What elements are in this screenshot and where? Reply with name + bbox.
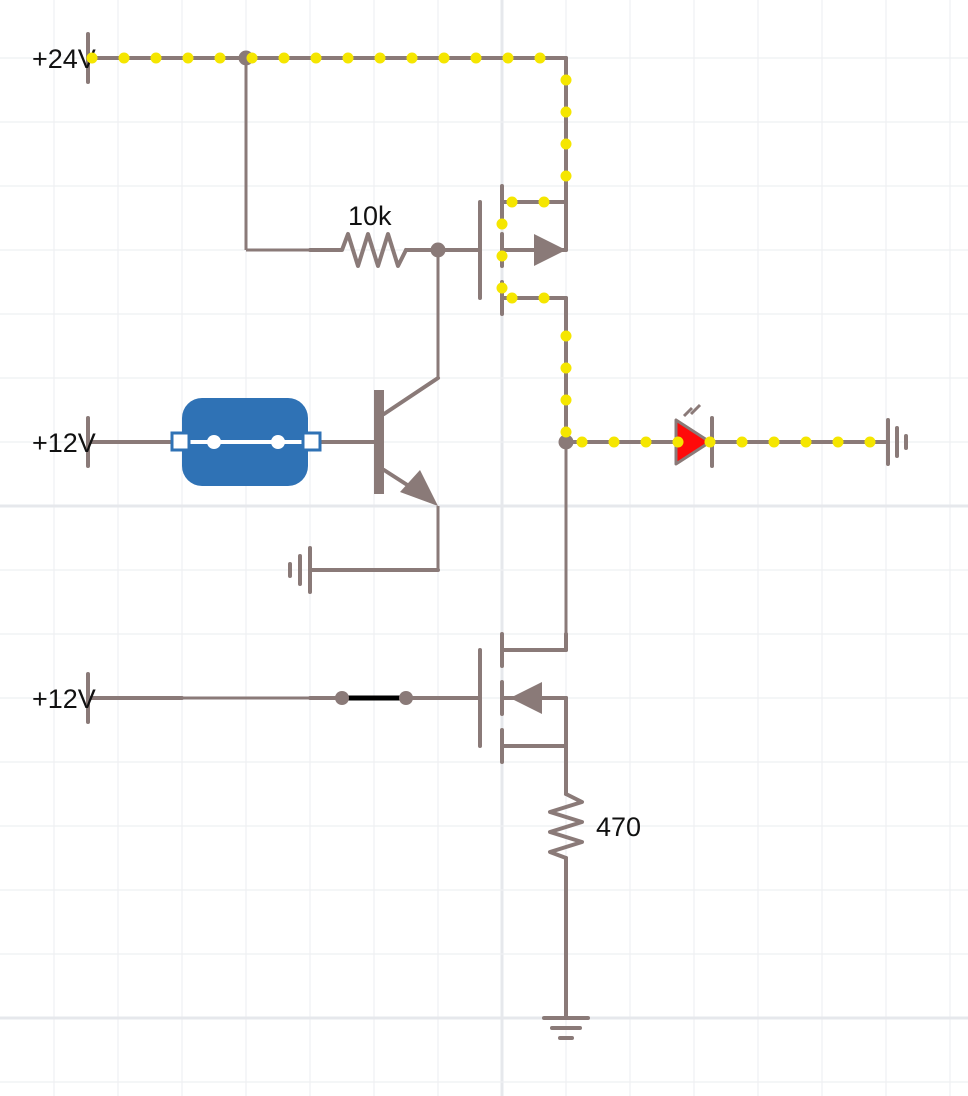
supply-12v-bottom[interactable]: +12V bbox=[32, 672, 96, 724]
wire-10k-feed[interactable] bbox=[244, 58, 310, 252]
current-dot bbox=[560, 330, 572, 342]
current-dot bbox=[736, 436, 748, 448]
current-dot bbox=[246, 52, 258, 64]
current-dot bbox=[560, 138, 572, 150]
junction-gate bbox=[430, 242, 446, 258]
current-dot bbox=[502, 52, 514, 64]
junction-output bbox=[558, 434, 574, 450]
switch-terminal-right[interactable] bbox=[301, 431, 322, 452]
current-dot bbox=[560, 426, 572, 438]
supply-12v-bottom-label: +12V bbox=[32, 684, 96, 714]
ground-nmos-icon[interactable] bbox=[542, 1016, 590, 1040]
current-dot bbox=[496, 250, 508, 262]
resistor-470[interactable]: 470 bbox=[548, 792, 641, 860]
pmos-arrow-icon bbox=[534, 234, 566, 266]
wire-npn-emitter[interactable] bbox=[310, 506, 440, 572]
current-dot bbox=[506, 292, 518, 304]
resistor-470-label: 470 bbox=[596, 812, 641, 842]
resistor-10k-label: 10k bbox=[348, 201, 392, 231]
current-dot bbox=[150, 52, 162, 64]
push-switch-closed[interactable] bbox=[170, 398, 322, 486]
current-dot bbox=[534, 52, 546, 64]
current-dot bbox=[864, 436, 876, 448]
current-dot bbox=[496, 218, 508, 230]
current-dot bbox=[406, 52, 418, 64]
current-dot bbox=[374, 52, 386, 64]
current-dot bbox=[278, 52, 290, 64]
current-dot bbox=[538, 196, 550, 208]
current-dot bbox=[560, 106, 572, 118]
current-dot bbox=[438, 52, 450, 64]
resistor-10k[interactable]: 10k bbox=[308, 201, 408, 268]
ground-npn-icon[interactable] bbox=[288, 546, 312, 594]
current-dot bbox=[640, 436, 652, 448]
push-switch-open[interactable] bbox=[335, 691, 413, 705]
current-dot bbox=[576, 436, 588, 448]
current-dot bbox=[310, 52, 322, 64]
supply-24v[interactable]: +24V bbox=[32, 32, 96, 84]
current-dot bbox=[560, 74, 572, 86]
switch-terminal-left[interactable] bbox=[170, 431, 191, 452]
supply-24v-label: +24V bbox=[32, 44, 96, 74]
current-dot bbox=[496, 282, 508, 294]
current-dot bbox=[506, 196, 518, 208]
wire-24v-rail[interactable] bbox=[86, 56, 568, 204]
current-dot bbox=[560, 170, 572, 182]
current-dot bbox=[672, 436, 684, 448]
current-dot bbox=[86, 52, 98, 64]
npn-transistor[interactable] bbox=[374, 376, 440, 506]
current-dot bbox=[214, 52, 226, 64]
current-dot bbox=[560, 362, 572, 374]
nmos-transistor[interactable] bbox=[478, 632, 568, 764]
current-dot bbox=[832, 436, 844, 448]
current-flow-dots bbox=[86, 52, 876, 448]
current-dot bbox=[118, 52, 130, 64]
current-dot bbox=[342, 52, 354, 64]
npn-emitter-arrow-icon bbox=[400, 470, 438, 506]
current-dot bbox=[182, 52, 194, 64]
current-dot bbox=[608, 436, 620, 448]
ground-led-icon[interactable] bbox=[886, 418, 908, 466]
current-dot bbox=[560, 394, 572, 406]
current-dot bbox=[768, 436, 780, 448]
current-dot bbox=[470, 52, 482, 64]
supply-12v-top[interactable]: +12V bbox=[32, 416, 96, 468]
light-rays-icon bbox=[682, 403, 702, 418]
supply-12v-top-label: +12V bbox=[32, 428, 96, 458]
wire-pmos-drain[interactable] bbox=[564, 296, 890, 444]
current-dot bbox=[538, 292, 550, 304]
current-dot bbox=[800, 436, 812, 448]
nmos-arrow-icon bbox=[510, 682, 542, 714]
current-dot bbox=[704, 436, 716, 448]
